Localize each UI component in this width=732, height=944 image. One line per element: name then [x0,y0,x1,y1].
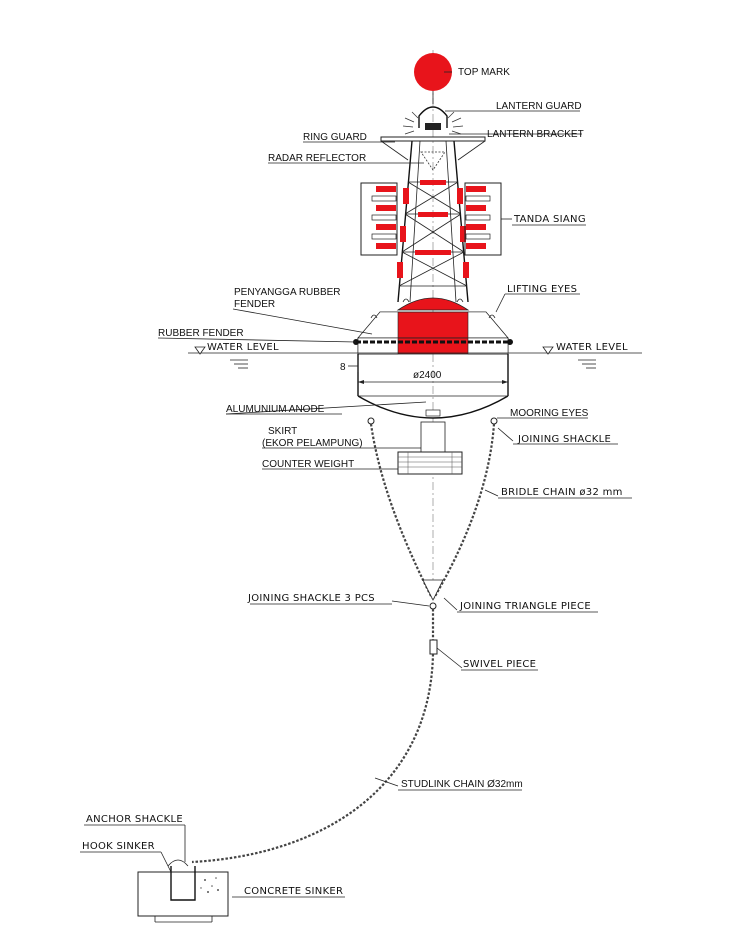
label-penyangga-2: FENDER [234,299,275,310]
lifting-eye-right [456,298,464,303]
lantern-bracket [380,136,486,142]
lifting-eye-left-2 [370,314,378,319]
lantern-body [425,123,441,130]
top-mark-ball [414,53,452,91]
skirt [420,421,446,453]
hull-top-white-left [357,311,399,339]
label-joining-triangle: JOINING TRIANGLE PIECE [459,601,591,612]
label-counter-weight: COUNTER WEIGHT [262,459,354,470]
lantern-guard-shape [418,106,448,128]
concrete-texture [200,877,219,893]
label-hook-sinker: HOOK SINKER [82,841,155,852]
water-waves-right [578,359,596,369]
hull-band-white-left [357,337,399,355]
hull-band-white-right [467,337,509,355]
daymark-right [464,182,502,256]
label-bridle-chain: BRIDLE CHAIN ø32 mm [501,487,623,498]
water-level-marker-right [542,346,554,355]
lifting-eye-right-2 [488,314,496,319]
studlink-chain [191,653,435,864]
lifting-eye-left [402,298,410,303]
joining-shackle-3pcs [429,602,437,610]
alumunium-anode-block [425,409,441,417]
label-joining-shackle-3: JOINING SHACKLE 3 PCS [247,593,375,604]
ring-guard-left [380,140,409,161]
label-anchor-shackle: ANCHOR SHACKLE [86,814,183,825]
counter-weight-hatch [398,452,462,474]
label-water-level-left: WATER LEVEL [207,342,279,353]
ring-guard-right [457,140,486,161]
label-skirt-1: SKIRT [268,426,297,437]
radar-reflector [420,151,446,171]
label-studlink-chain: STUDLINK CHAIN Ø32mm [401,779,523,790]
label-swivel-piece: SWIVEL PIECE [463,659,536,670]
anchor-shackle [167,859,189,867]
label-alumunium-anode: ALUMUNIUM ANODE [226,404,325,415]
label-joining-shackle: JOINING SHACKLE [517,434,611,445]
leader-lines [80,71,588,898]
bridle-chain-right [433,423,496,599]
label-mooring-eyes: MOORING EYES [510,408,589,419]
tower-red-bands [397,180,469,278]
water-level-marker-left [194,346,206,355]
bridle-chain-left [369,423,433,599]
label-dim-8: 8 [340,362,346,373]
label-rubber-fender: RUBBER FENDER [158,328,244,339]
hull-top-white-right [467,311,509,339]
label-radar-reflector: RADAR REFLECTOR [268,153,366,164]
label-lifting-eyes: LIFTING EYES [507,284,577,295]
label-ring-guard: RING GUARD [303,132,367,143]
hook-sinker [170,866,196,901]
label-top-mark: TOP MARK [458,67,510,78]
label-dim-2400: ø2400 [413,370,442,381]
daymark-left [360,182,398,256]
hull-dome [396,297,470,311]
dim-arrow-left [358,380,364,384]
label-skirt-2: (EKOR PELAMPUNG) [262,438,363,449]
label-water-level-right: WATER LEVEL [556,342,628,353]
lantern-light-rays [402,111,464,135]
counter-weight [397,451,463,475]
label-penyangga-1: PENYANGGA RUBBER [234,287,341,298]
label-lantern-bracket: LANTERN BRACKET [487,129,584,140]
swivel-piece [429,639,438,655]
fender-end-right [507,339,513,345]
water-waves-left [230,359,248,369]
dim-arrow-right [502,380,508,384]
label-underlines [250,224,632,791]
joining-triangle-piece [422,579,444,601]
label-lantern-guard: LANTERN GUARD [496,101,582,112]
label-concrete-sinker: CONCRETE SINKER [244,886,343,897]
concrete-sinker [137,871,229,917]
label-tanda-siang: TANDA SIANG [513,214,586,225]
